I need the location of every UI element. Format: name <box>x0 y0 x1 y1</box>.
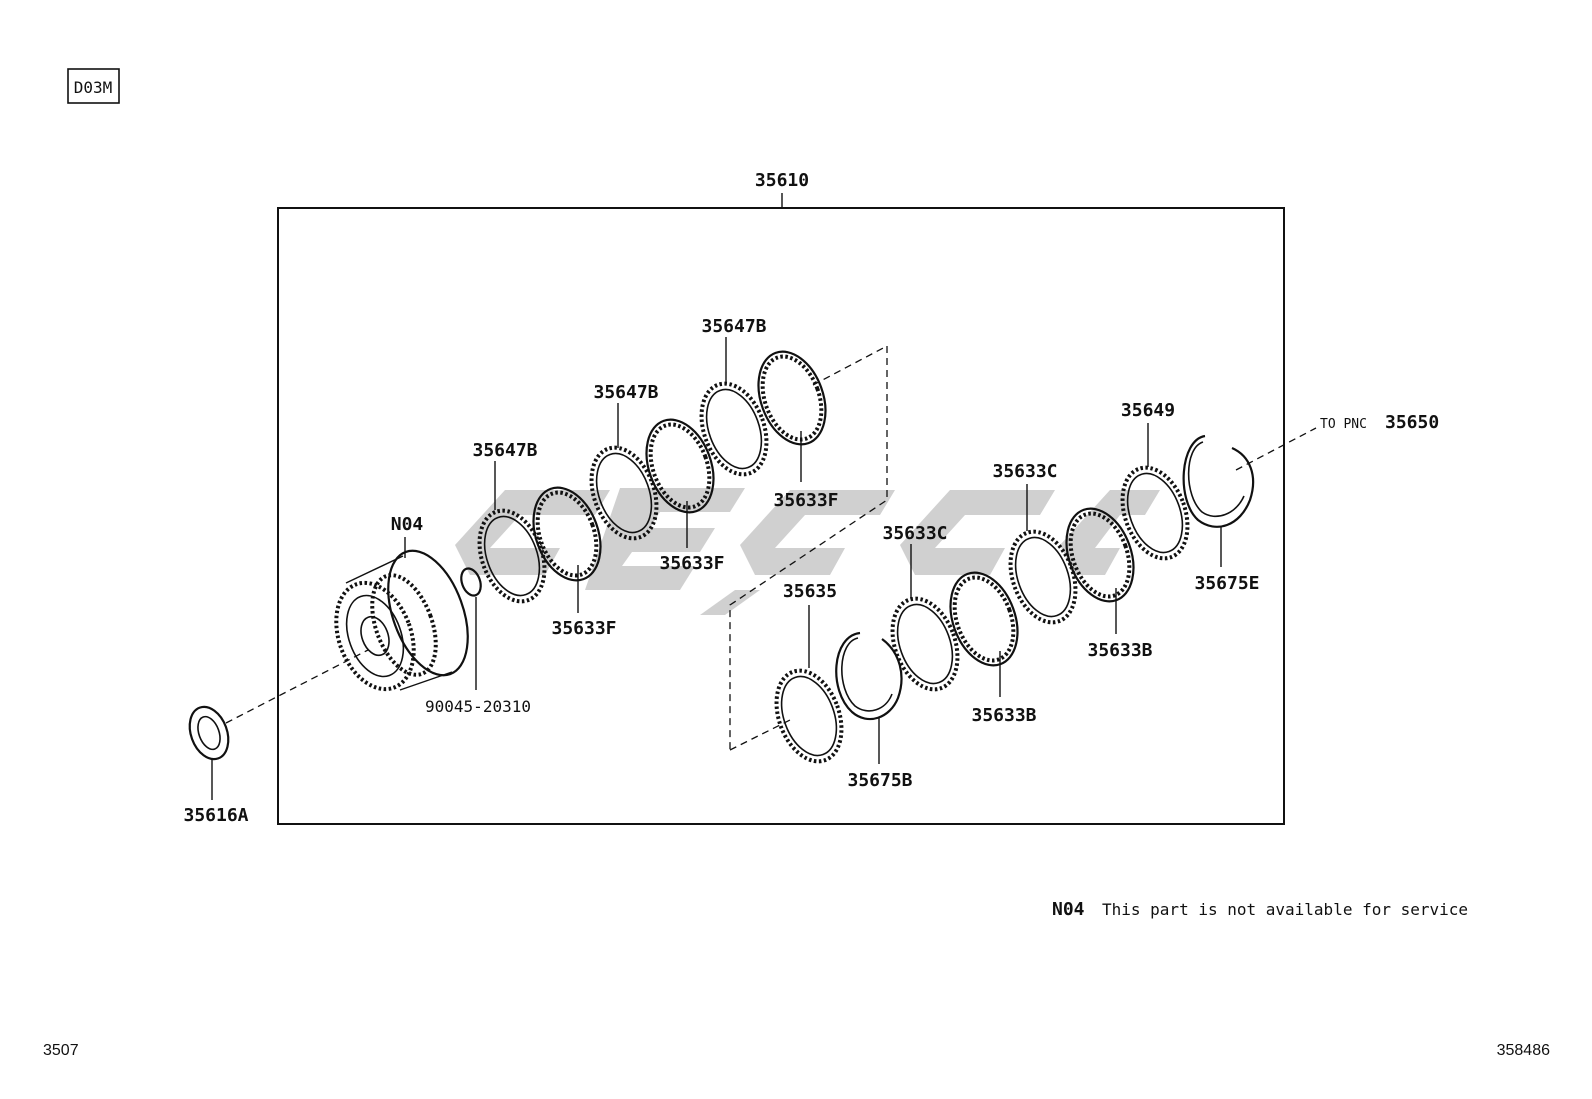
part-35616A[interactable]: 35616A <box>183 701 249 826</box>
part-35633F-2[interactable]: 35633F <box>634 410 725 574</box>
reference-prefix: TO PNC <box>1320 417 1367 432</box>
footer-left: 3507 <box>43 1042 79 1059</box>
label-N04: N04 <box>391 514 424 535</box>
service-note: N04 This part is not available for servi… <box>1052 899 1468 920</box>
part-90045-20310[interactable]: 90045-20310 <box>425 566 531 716</box>
reference-to-pnc[interactable]: TO PNC 35650 <box>1320 412 1439 433</box>
label-35675E: 35675E <box>1194 573 1259 594</box>
part-35633B-2[interactable]: 35633B <box>1054 499 1153 661</box>
footer-right: 358486 <box>1497 1042 1550 1059</box>
part-N04-drum[interactable]: N04 <box>322 514 483 700</box>
part-35635[interactable]: 35635 <box>765 581 854 770</box>
reference-number: 35650 <box>1385 412 1439 433</box>
label-90045-20310: 90045-20310 <box>425 697 531 716</box>
part-35649[interactable]: 35649 <box>1111 400 1200 567</box>
part-35647B-1[interactable]: 35647B <box>468 440 557 610</box>
header-code-box: D03M <box>67 68 120 104</box>
header-code: D03M <box>74 78 113 97</box>
note-code: N04 <box>1052 899 1085 920</box>
part-35633C-1[interactable]: 35633C <box>881 523 970 698</box>
part-35675B[interactable]: 35675B <box>835 631 913 791</box>
label-35647B-3: 35647B <box>701 316 766 337</box>
part-35647B-3[interactable]: 35647B <box>690 316 779 483</box>
label-35633F-3: 35633F <box>773 490 838 511</box>
label-35647B-1: 35647B <box>472 440 537 461</box>
label-35633B-1: 35633B <box>971 705 1036 726</box>
assembly-number: 35610 <box>755 170 809 191</box>
label-35647B-2: 35647B <box>593 382 658 403</box>
label-35633F-1: 35633F <box>551 618 616 639</box>
label-35649: 35649 <box>1121 400 1175 421</box>
part-35633B-1[interactable]: 35633B <box>938 563 1037 726</box>
label-35633C-2: 35633C <box>992 461 1057 482</box>
part-35633F-3[interactable]: 35633F <box>746 342 839 511</box>
label-35633C-1: 35633C <box>882 523 947 544</box>
watermark <box>455 488 1160 615</box>
part-35675E[interactable]: 35675E <box>1182 434 1260 594</box>
part-35647B-2[interactable]: 35647B <box>580 382 669 547</box>
assembly-frame <box>277 207 1285 825</box>
label-35633B-2: 35633B <box>1087 640 1152 661</box>
label-35633F-2: 35633F <box>659 553 724 574</box>
label-35675B: 35675B <box>847 770 912 791</box>
part-35633F-1[interactable]: 35633F <box>521 478 617 639</box>
label-35616A: 35616A <box>183 805 248 826</box>
label-35635: 35635 <box>783 581 837 602</box>
note-text: This part is not available for service <box>1102 900 1468 919</box>
